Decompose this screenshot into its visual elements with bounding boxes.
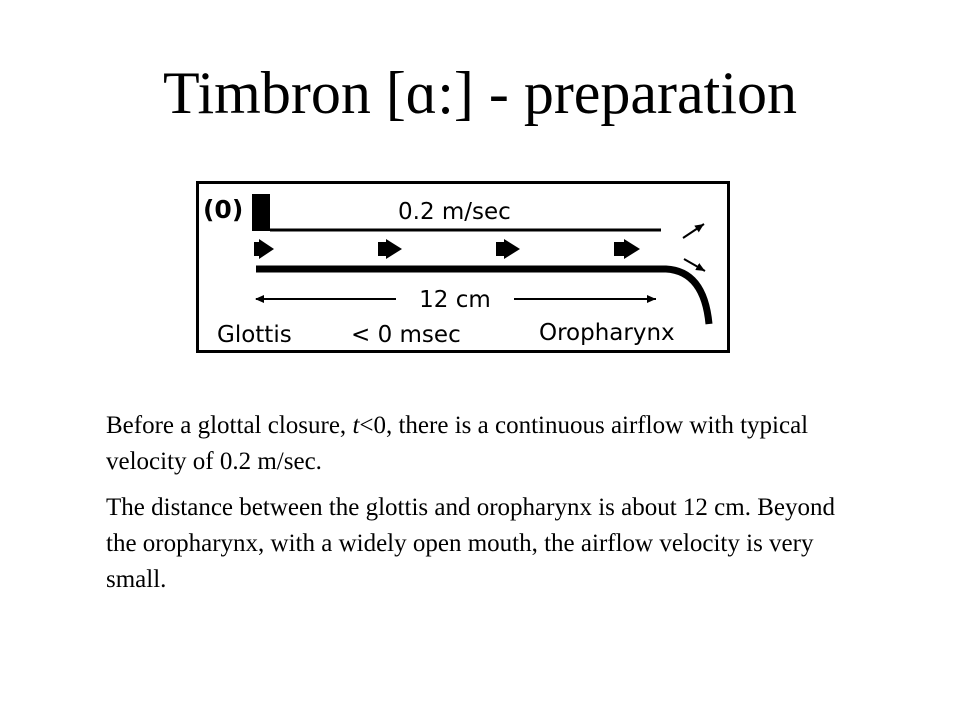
airflow-arrows <box>254 239 640 259</box>
disperse-arrow-down <box>683 258 706 272</box>
body-text: Before a glottal closure, t<0, there is … <box>106 408 851 608</box>
slide-title: Timbron [ɑ:] - preparation <box>162 60 798 126</box>
distance-label: 12 cm <box>419 287 491 313</box>
time-variable: t <box>352 412 360 439</box>
paragraph-2: The distance between the glottis and oro… <box>106 494 835 593</box>
step-label: (0) <box>203 195 243 224</box>
airflow-arrow-4 <box>614 239 640 259</box>
lower-tract-wall <box>256 265 713 325</box>
oropharynx-label: Oropharynx <box>539 320 675 346</box>
paragraph-1: Before a glottal closure, t<0, there is … <box>106 408 851 480</box>
glottis-block <box>252 194 270 231</box>
velocity-label: 0.2 m/sec <box>398 199 511 225</box>
airflow-diagram-svg: (0) 0.2 m/sec 12 cm Glottis < 0 msec Oro… <box>196 181 730 353</box>
airflow-arrow-2 <box>378 239 402 259</box>
glottis-label: Glottis <box>217 322 292 348</box>
airflow-arrow-3 <box>496 239 520 259</box>
time-label: < 0 msec <box>351 322 461 348</box>
airflow-arrow-1 <box>254 239 274 259</box>
paragraph-1-start: Before a glottal closure, <box>106 412 353 439</box>
paragraph-1-end: <0, there is a continuous airflow with t… <box>106 412 809 475</box>
airflow-diagram: (0) 0.2 m/sec 12 cm Glottis < 0 msec Oro… <box>196 181 730 353</box>
disperse-arrow-up <box>682 223 705 239</box>
